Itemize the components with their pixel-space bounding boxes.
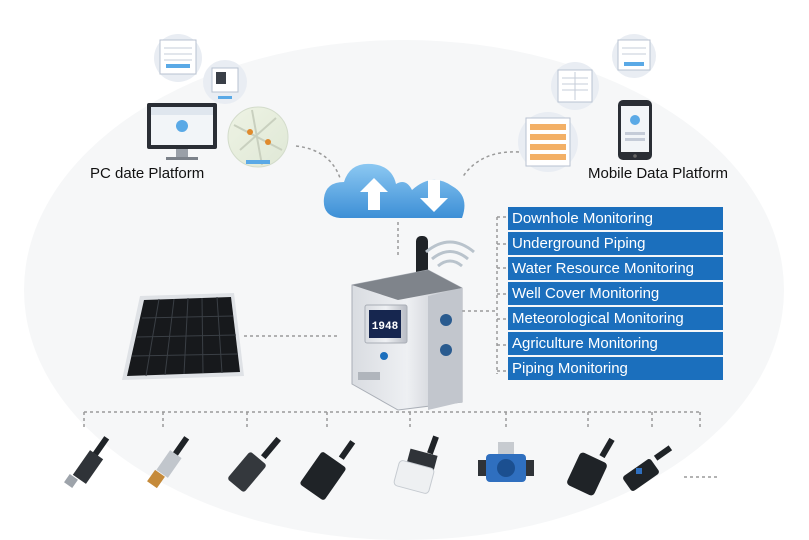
level-sensor-icon — [228, 436, 282, 492]
app-piping-monitoring: Piping Monitoring — [508, 357, 723, 380]
app-well-cover-monitoring: Well Cover Monitoring — [508, 282, 723, 305]
app-meteorological-monitoring: Meteorological Monitoring — [508, 307, 723, 330]
app-agriculture-monitoring: Agriculture Monitoring — [508, 332, 723, 355]
sensor-icon — [567, 437, 615, 496]
cable-gland-icon — [440, 344, 452, 356]
radar-sensor-icon — [393, 435, 439, 494]
mobile-list-icon — [518, 112, 578, 172]
report-sheet-icon — [154, 34, 202, 82]
flowmeter-icon — [478, 442, 534, 482]
smartphone-icon — [618, 100, 652, 160]
solar-panel-icon — [122, 293, 244, 380]
pc-monitor-icon — [147, 103, 217, 160]
sensor-drop-lines — [83, 412, 701, 428]
cable-gland-icon — [440, 314, 452, 326]
map-view-icon — [227, 106, 289, 168]
device-led-icon — [380, 352, 388, 360]
application-list: Downhole Monitoring Underground Piping W… — [508, 207, 723, 382]
upload-arrow-icon — [360, 178, 388, 210]
ultrasonic-sensor-icon — [300, 440, 356, 500]
mobile-table-icon — [551, 62, 599, 110]
connector-lines — [83, 145, 720, 478]
rtu-device: 1948 — [351, 236, 475, 411]
pressure-sensor-icon — [147, 436, 190, 489]
pc-platform-label: PC date Platform — [90, 165, 205, 182]
download-arrow-icon — [420, 180, 448, 212]
mobile-cloud-connector — [461, 151, 520, 179]
dashboard-screen-icon — [203, 60, 247, 104]
sensor-row — [64, 435, 673, 500]
pc-platform-group — [147, 34, 289, 168]
app-water-resource-monitoring: Water Resource Monitoring — [508, 257, 723, 280]
pressure-sensor-icon — [64, 436, 110, 488]
mobile-report-icon — [612, 34, 656, 78]
mobile-platform-label: Mobile Data Platform — [588, 165, 729, 182]
app-underground-piping: Underground Piping — [508, 232, 723, 255]
wifi-icon — [425, 240, 475, 268]
sensor-icon — [623, 445, 673, 491]
mobile-platform-group — [518, 34, 656, 172]
app-downhole-monitoring: Downhole Monitoring — [508, 207, 723, 230]
device-display-value: 1948 — [372, 321, 399, 333]
cloud-sync-icon — [323, 163, 465, 218]
device-display — [369, 310, 401, 338]
